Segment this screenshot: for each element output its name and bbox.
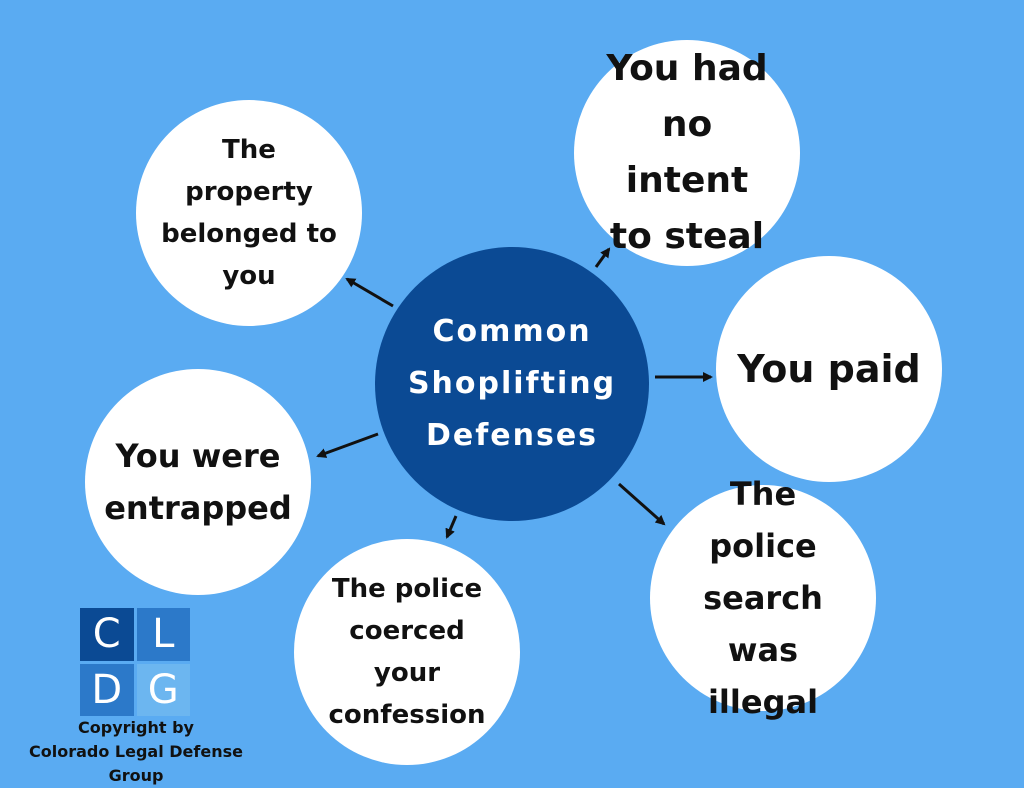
logo-letter-c: C <box>80 608 134 661</box>
defense-search-text: The police search was illegal <box>703 475 823 721</box>
logo-letter-l: L <box>136 608 190 661</box>
logo-letter-d: D <box>80 663 134 716</box>
copyright-line-1: Copyright by <box>78 718 194 737</box>
center-circle: Common Shoplifting Defenses <box>375 247 649 521</box>
arrow-to-confession <box>445 515 458 539</box>
defense-paid-text: You paid <box>737 347 921 391</box>
copyright-line-2: Colorado Legal Defense Group <box>29 742 243 785</box>
cldg-logo: C L D G <box>80 608 190 716</box>
arrow-to-property <box>345 277 394 308</box>
arrow-to-intent <box>594 247 611 268</box>
defense-entrapped-text: You were entrapped <box>104 437 292 527</box>
arrow-to-search <box>618 482 666 526</box>
defense-property-bubble: The property belonged to you <box>136 100 362 326</box>
defense-search-bubble: The police search was illegal <box>650 475 876 721</box>
defense-confession-text: The police coerced your confession <box>328 574 486 730</box>
arrows-layer <box>316 247 713 539</box>
center-title: Common Shoplifting Defenses <box>407 314 617 453</box>
diagram-canvas: The property belonged to you You had no … <box>29 40 942 785</box>
arrow-to-entrapped <box>316 432 379 458</box>
defense-property-text: The property belonged to you <box>161 135 337 291</box>
defense-paid-bubble: You paid <box>716 256 942 482</box>
defense-confession-bubble: The police coerced your confession <box>294 539 520 765</box>
copyright-text: Copyright by Colorado Legal Defense Grou… <box>0 716 272 788</box>
defense-entrapped-bubble: You were entrapped <box>85 369 311 595</box>
logo-letter-g: G <box>136 663 190 716</box>
defense-intent-bubble: You had no intent to steal <box>574 40 800 266</box>
defense-intent-text: You had no intent to steal <box>606 48 768 257</box>
